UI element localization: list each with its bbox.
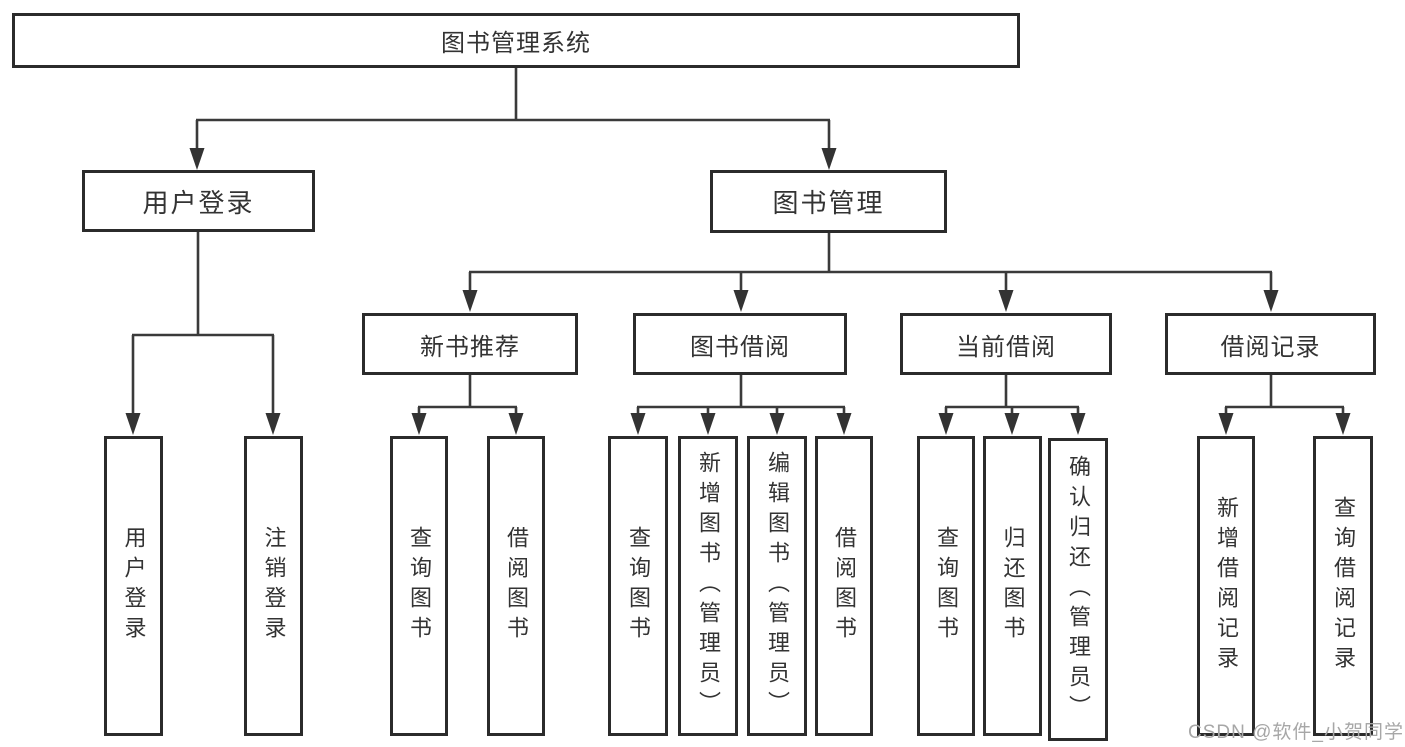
connector-book-borrowing-to-leaves bbox=[630, 375, 852, 435]
connector-root-to-level2 bbox=[189, 68, 837, 170]
leaf-current-return-books: 归还图书 bbox=[983, 436, 1042, 736]
node-borrowing-records: 借阅记录 bbox=[1165, 313, 1376, 375]
leaf-records-add-borrow-record: 新增借阅记录 bbox=[1197, 436, 1255, 736]
connector-user-login-to-leaves bbox=[125, 232, 281, 435]
connector-new-book-recommendation-to-leaves bbox=[411, 375, 524, 435]
leaf-logout: 注销登录 bbox=[244, 436, 303, 736]
leaf-current-confirm-return-admin: 确认归还（管理员） bbox=[1048, 438, 1108, 741]
leaf-borrowing-add-books-admin: 新增图书（管理员） bbox=[678, 436, 738, 736]
node-book-borrowing: 图书借阅 bbox=[633, 313, 847, 375]
leaf-current-query-books: 查询图书 bbox=[917, 436, 975, 736]
leaf-recommend-query-books: 查询图书 bbox=[390, 436, 448, 736]
csdn-watermark: CSDN @软件_小贺同学 bbox=[1188, 722, 1404, 743]
connector-borrowing-records-to-leaves bbox=[1218, 375, 1351, 435]
connector-book-management-to-sections bbox=[462, 233, 1279, 312]
node-current-borrowing: 当前借阅 bbox=[900, 313, 1112, 375]
node-user-login: 用户登录 bbox=[82, 170, 315, 232]
leaf-borrowing-borrow-books: 借阅图书 bbox=[815, 436, 873, 736]
leaf-borrowing-edit-books-admin: 编辑图书（管理员） bbox=[747, 436, 807, 736]
leaf-borrowing-query-books: 查询图书 bbox=[608, 436, 668, 736]
leaf-user-login: 用户登录 bbox=[104, 436, 163, 736]
node-new-book-recommendation: 新书推荐 bbox=[362, 313, 578, 375]
leaf-records-query-borrow-record: 查询借阅记录 bbox=[1313, 436, 1373, 736]
leaf-recommend-borrow-books: 借阅图书 bbox=[487, 436, 545, 736]
node-book-management: 图书管理 bbox=[710, 170, 947, 233]
node-library-management-system: 图书管理系统 bbox=[12, 13, 1020, 68]
connector-current-borrowing-to-leaves bbox=[938, 375, 1086, 435]
